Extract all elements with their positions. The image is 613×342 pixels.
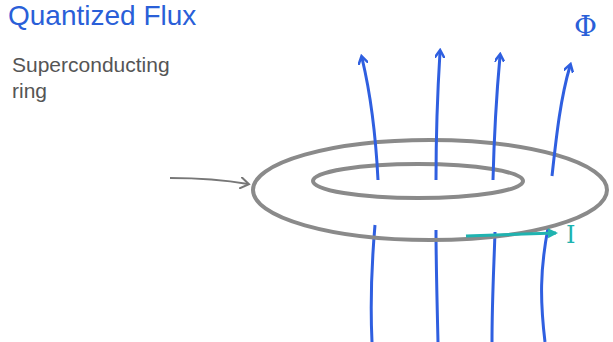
- ring-label: Superconducting ring: [12, 52, 182, 105]
- pointer-arrow: [170, 178, 248, 184]
- flux-lines-below: [371, 225, 548, 342]
- flux-lines-above: [362, 52, 570, 180]
- current-arrow: [466, 233, 556, 236]
- flux-symbol: Φ: [574, 10, 597, 43]
- current-symbol: I: [566, 221, 575, 249]
- title: Quantized Flux: [8, 0, 196, 32]
